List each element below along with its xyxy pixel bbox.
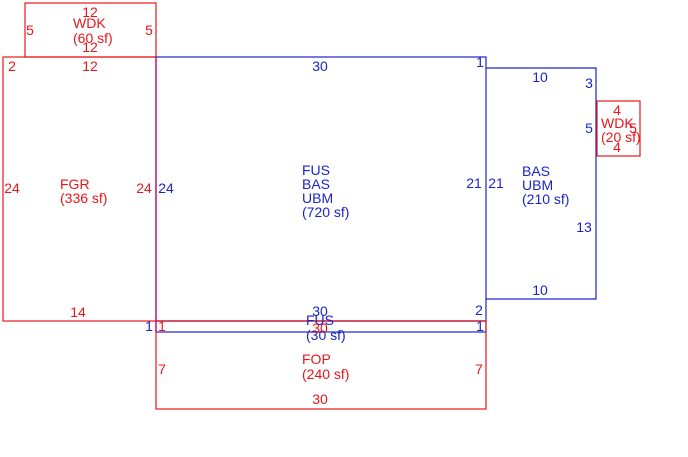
- dim-bas-bottom: 10: [532, 282, 548, 298]
- dim-main-top-right: 1: [476, 54, 484, 70]
- dim-fgr-bottom: 14: [70, 304, 86, 320]
- bas-right-label-1: BAS: [522, 163, 550, 179]
- wdk-right-outline: [596, 100, 641, 157]
- dim-wdk-right-top: 4: [613, 102, 621, 118]
- area-labels: WDK (60 sf) FGR (336 sf) FUS BAS UBM (72…: [60, 15, 641, 382]
- dim-bas-left: 21: [488, 175, 504, 191]
- dim-bas-bottom-left: 2: [475, 302, 483, 318]
- dim-wdk-top-left: 5: [26, 22, 34, 38]
- fus-strip-name: FUS: [306, 312, 334, 328]
- outlines: [2, 2, 641, 410]
- dim-main-left: 24: [158, 180, 174, 196]
- fop-area: (240 sf): [302, 366, 349, 382]
- dim-wdk-right-bottom: 4: [613, 139, 621, 155]
- dim-bas-right: 13: [576, 219, 592, 235]
- bas-right-area: (210 sf): [522, 191, 569, 207]
- dim-wdk-top-top: 12: [82, 4, 98, 20]
- dim-fus-strip-top: 30: [312, 303, 328, 319]
- dim-fus-strip-right: 1: [476, 318, 484, 334]
- dim-fus-strip-left: 1: [145, 318, 153, 334]
- dim-fop-left-top: 1: [158, 318, 166, 334]
- fop-name: FOP: [302, 351, 331, 367]
- main-label-2: BAS: [302, 176, 330, 192]
- fop-outline: [155, 320, 487, 410]
- dim-fgr-right: 24: [136, 180, 152, 196]
- dim-fgr-top-left: 2: [8, 58, 16, 74]
- dim-fop-right: 7: [475, 361, 483, 377]
- wdk-top-name: WDK: [73, 15, 106, 31]
- bas-right-label-2: UBM: [522, 177, 553, 193]
- dimension-labels: 12 12 5 5 2 12 24 24 14 30 1 24 21 10 3 …: [4, 4, 637, 407]
- wdk-right-area: (20 sf): [601, 129, 641, 145]
- dim-main-top: 30: [312, 58, 328, 74]
- main-label-1: FUS: [302, 162, 330, 178]
- dim-bas-notch: 3: [585, 75, 593, 91]
- dim-fgr-top: 12: [82, 58, 98, 74]
- bas-right-outline: [486, 67, 597, 300]
- main-label-3: UBM: [302, 190, 333, 206]
- dim-fgr-left: 24: [4, 180, 20, 196]
- dim-wdk-right-right: 5: [629, 120, 637, 136]
- fus-strip-area: (30 sf): [306, 327, 346, 343]
- dim-wdk-top-right: 5: [145, 22, 153, 38]
- wdk-top-area: (60 sf): [73, 30, 113, 46]
- dim-fus-strip-bottom: 30: [312, 320, 328, 336]
- wdk-right-name: WDK: [601, 115, 634, 131]
- main-area: (720 sf): [302, 204, 349, 220]
- dim-bas-top: 10: [532, 69, 548, 85]
- fgr-area: (336 sf): [60, 190, 107, 206]
- dim-wdk-right-left: 5: [585, 120, 593, 136]
- dim-fop-left: 7: [158, 361, 166, 377]
- dim-wdk-top-bottom: 12: [82, 39, 98, 55]
- dim-fop-bottom: 30: [312, 391, 328, 407]
- fgr-name: FGR: [60, 176, 90, 192]
- dim-main-right: 21: [466, 175, 482, 191]
